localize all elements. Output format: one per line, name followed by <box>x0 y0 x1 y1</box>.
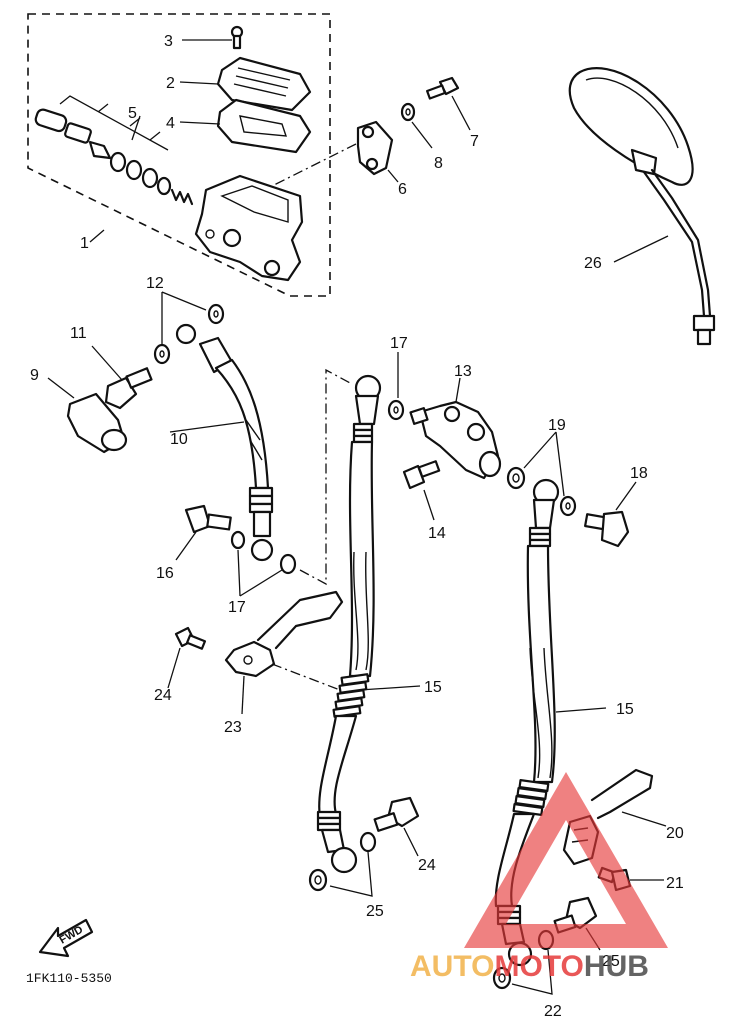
callout-15-left: 15 <box>424 679 442 696</box>
callout-26: 26 <box>584 255 602 272</box>
brake-hose-left-part <box>316 374 421 874</box>
holder-bracket-part <box>271 120 399 187</box>
callout-15-right: 15 <box>616 701 634 718</box>
copper-washer-part <box>153 291 225 365</box>
watermark-text: AUTOMOTOHUB <box>410 950 649 983</box>
brake-hose-joint-part <box>409 377 502 480</box>
callout-23: 24 <box>154 687 172 704</box>
watermark-auto: AUTO <box>410 950 494 983</box>
callout-22: 23 <box>224 719 242 736</box>
callout-3: 3 <box>164 33 173 50</box>
banjo-bolt-part <box>175 504 232 561</box>
callout-labels: 3 2 4 5 1 7 8 6 26 12 11 9 10 17 13 19 1… <box>26 33 684 1020</box>
drawing-code: 1FK110-5350 <box>26 971 112 986</box>
callout-20: 20 <box>666 825 684 842</box>
forward-arrow-icon: FWD <box>38 918 94 958</box>
callout-5: 5 <box>128 105 137 122</box>
callout-8: 8 <box>434 155 443 172</box>
washer-part <box>400 102 433 149</box>
bolt-part <box>402 460 441 521</box>
master-cylinder-body <box>194 174 304 282</box>
diaphragm-part <box>216 98 312 154</box>
callout-16: 16 <box>156 565 174 582</box>
copper-washer-part <box>308 831 377 897</box>
callout-9: 9 <box>30 367 39 384</box>
callout-4: 4 <box>166 115 175 132</box>
union-bolt-part <box>91 345 153 410</box>
callout-10: 10 <box>170 431 188 448</box>
callout-21: 21 <box>666 875 684 892</box>
callout-19: 19 <box>548 417 566 434</box>
copper-washer-part <box>387 352 405 421</box>
piston-kit-part <box>34 95 194 206</box>
copper-washer-part <box>230 368 353 597</box>
callout-13: 13 <box>454 363 472 380</box>
callout-12: 12 <box>146 275 164 292</box>
callout-17-top: 17 <box>390 335 408 352</box>
copper-washer-part <box>506 431 577 517</box>
banjo-bolt-part <box>584 481 637 548</box>
callout-17-left: 17 <box>228 599 246 616</box>
bolt-part <box>167 626 207 689</box>
watermark-hub: HUB <box>584 950 649 983</box>
callout-25-right: 22 <box>544 1003 562 1020</box>
reservoir-cap-part <box>216 56 312 112</box>
brake-hose-upper-part <box>169 323 274 562</box>
callout-18: 18 <box>630 465 648 482</box>
callout-1: 1 <box>80 235 89 252</box>
callout-24-left: 24 <box>418 857 436 874</box>
bolt-part <box>426 76 471 131</box>
callout-6: 6 <box>398 181 407 198</box>
rubber-cover-part <box>47 377 128 454</box>
master-cylinder-assembly <box>27 13 331 297</box>
rear-view-mirror-part <box>568 67 716 346</box>
callout-2: 2 <box>166 75 175 92</box>
hose-clamp-part <box>224 590 344 715</box>
watermark-moto: MOTO <box>494 950 583 983</box>
callout-14: 14 <box>428 525 446 542</box>
callout-7: 7 <box>470 133 479 150</box>
callout-25-left: 25 <box>366 903 384 920</box>
banjo-bolt-part <box>373 796 420 857</box>
callout-11: 11 <box>70 325 87 342</box>
warning-triangle-icon <box>464 772 668 948</box>
callout-24-right: 25 <box>602 953 620 970</box>
automotohub-watermark: AUTOMOTOHUB <box>410 772 668 983</box>
screw-part <box>230 25 244 50</box>
